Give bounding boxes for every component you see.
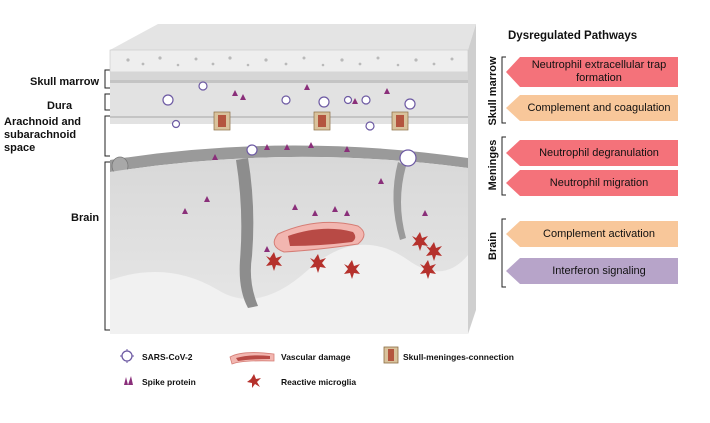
legend-sars-icon	[120, 349, 134, 363]
dura-layer	[110, 72, 468, 80]
group-brackets	[501, 56, 506, 288]
pathway-label: Neutrophil degranulation	[539, 146, 659, 159]
pathway-arrow-shape	[506, 221, 678, 247]
skull-meninges-connections	[213, 111, 409, 131]
pathway-arrow-shape	[506, 170, 678, 196]
penetrating-vessel-left	[236, 158, 258, 308]
pathway-arrow: Complement and coagulation	[506, 95, 678, 121]
legend-connection: Skull-meninges-connection	[403, 352, 514, 362]
legend-connection-icon	[383, 346, 399, 364]
pathway-arrow-shape	[506, 95, 678, 121]
label-brain: Brain	[71, 212, 100, 224]
pathway-label: Neutrophil extracellular trap formation	[531, 59, 667, 84]
label-skull-marrow: Skull marrow	[30, 76, 100, 88]
legend-spike: Spike protein	[142, 377, 196, 387]
right-face	[468, 24, 476, 334]
reactive-microglia	[266, 232, 442, 279]
pathway-arrow: Interferon signaling	[506, 258, 678, 284]
group-label-skull-marrow: Skull marrow	[487, 56, 499, 126]
group-label-meninges: Meninges	[487, 139, 499, 191]
surface-vessel	[110, 145, 468, 172]
pathway-arrow-shape	[506, 140, 678, 166]
legend-sars: SARS-CoV-2	[142, 352, 193, 362]
spike-proteins	[182, 84, 428, 260]
legend-microglia: Reactive microglia	[281, 377, 357, 387]
label-dura: Dura	[47, 100, 73, 112]
pathway-label: Complement activation	[543, 227, 655, 240]
meninges-diagram	[109, 24, 476, 334]
legend-microglia-icon	[247, 374, 261, 388]
label-arachnoid: Arachnoid and subarachnoid space	[4, 116, 82, 154]
pathway-arrow: Neutrophil extracellular trap formation	[506, 57, 678, 87]
skull-top-surface	[110, 24, 476, 50]
legend-spike-icon	[124, 376, 133, 385]
virions	[162, 81, 417, 167]
layer-brackets	[104, 69, 110, 331]
pathways-header: Dysregulated Pathways	[508, 30, 638, 42]
group-label-brain: Brain	[487, 231, 499, 261]
pathway-arrow: Neutrophil migration	[506, 170, 678, 196]
legend-vascular: Vascular damage	[281, 352, 351, 362]
pathway-label: Interferon signaling	[552, 264, 646, 277]
skull-marrow-layer	[109, 49, 469, 73]
pathway-arrow-shape	[506, 57, 678, 87]
pathway-arrow: Neutrophil degranulation	[506, 140, 678, 166]
pathway-label: Complement and coagulation	[527, 101, 671, 114]
pathway-arrow: Complement activation	[506, 221, 678, 247]
pathway-arrow-shape	[506, 258, 678, 284]
pathway-label: Neutrophil migration	[549, 176, 649, 189]
legend-vascular-icon	[229, 352, 275, 365]
